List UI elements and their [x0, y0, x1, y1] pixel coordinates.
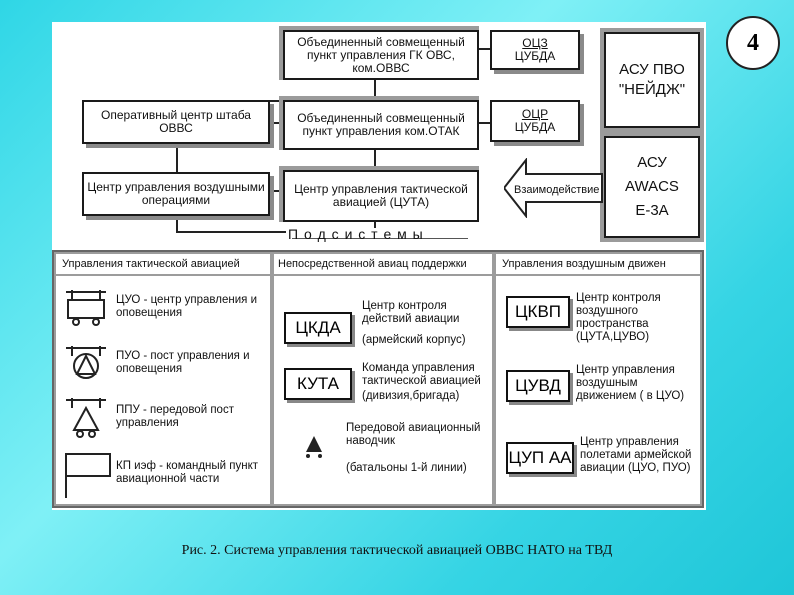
joint-otak-box: Объединенный совмещенный пункт управлени…	[283, 100, 479, 150]
tac-center-frame: Центр управления тактической авиацией (Ц…	[279, 166, 479, 222]
interaction-arrow	[504, 158, 603, 218]
kuta-code-box: КУТА	[284, 368, 352, 400]
joint-otak-frame: Объединенный совмещенный пункт управлени…	[279, 96, 479, 150]
connector-line	[270, 190, 282, 192]
connector-line	[270, 122, 282, 124]
mid-column-header: Непосредственной авиац поддержки	[278, 258, 467, 270]
cuvd-text: Центр управления воздушным движением ( в…	[576, 364, 685, 402]
cuvd-code-box: ЦУВД	[506, 370, 570, 402]
left-item-4: КП иэф - командный пункт авиационной час…	[116, 460, 259, 485]
interaction-label: Взаимодействие	[514, 184, 600, 196]
figure-caption: Рис. 2. Система управления тактической а…	[181, 543, 613, 558]
ocr-label: ОЦР	[521, 107, 549, 121]
mid-header-bg	[274, 254, 492, 274]
forward-post-icon	[66, 398, 106, 438]
post-icon	[66, 346, 106, 379]
vehicle-icon	[66, 290, 106, 326]
connector-line	[474, 48, 490, 50]
awacs-label: AWACS	[625, 178, 679, 195]
slide-number: 4	[747, 29, 759, 56]
cubda-label: ЦУБДА	[514, 120, 556, 134]
ocr-box: ОЦР ЦУБДА	[490, 100, 580, 142]
flag-icon	[65, 453, 111, 498]
cupaa-text: Центр управления полетами армейской авиа…	[580, 436, 692, 474]
subsystems-label: П о д с и с т е м ы	[288, 226, 424, 242]
connector-line	[176, 231, 286, 233]
left-column	[56, 276, 270, 504]
ckvp-code-box: ЦКВП	[506, 296, 570, 328]
ckvp-text: Центр контроля воздушного пространства (…	[576, 292, 661, 343]
cubda-label: ЦУБДА	[514, 49, 556, 63]
left-column-header: Управления тактической авиацией	[62, 258, 240, 270]
left-header-bg	[56, 254, 270, 274]
tac-center-box: Центр управления тактической авиацией (Ц…	[283, 170, 479, 222]
asu-pvo-box: АСУ ПВО "НЕЙДЖ"	[604, 32, 700, 128]
connector-line	[474, 122, 490, 124]
left-item-2: ПУО - пост управления и оповещения	[116, 350, 250, 375]
asu-awacs-box: АСУ AWACS Е-3А	[604, 136, 700, 238]
connector-line	[176, 100, 376, 102]
forward-text: Передовой авиационный наводчик	[346, 422, 481, 447]
kuta-text: Команда управления тактической авиацией	[362, 362, 481, 387]
ocz-label: ОЦЗ	[522, 36, 548, 50]
ops-center-box: Оперативный центр штаба ОВВС	[82, 100, 270, 144]
e3a-label: Е-3А	[635, 202, 669, 219]
subsystems-underline	[292, 238, 468, 239]
forward-sub: (батальоны 1-й линии)	[346, 462, 467, 474]
main-vertical-line	[374, 78, 376, 228]
slide-number-badge: 4	[726, 16, 780, 70]
left-item-3: ППУ - передовой пост управления	[116, 404, 234, 429]
connector-line	[176, 100, 178, 232]
right-column-header: Управления воздушным движен	[502, 258, 666, 270]
right-header-bg	[496, 254, 700, 274]
asu-label: АСУ	[637, 154, 667, 171]
ckda-sub: (армейский корпус)	[362, 334, 466, 346]
ckda-code-box: ЦКДА	[284, 312, 352, 344]
cupaa-code-box: ЦУП АА	[506, 442, 574, 474]
kuta-sub: (дивизия,бригада)	[362, 390, 460, 402]
air-ops-box: Центр управления воздушными операциями	[82, 172, 270, 216]
joint-center-frame: Объединенный совмещенный пункт управлени…	[279, 26, 479, 80]
forward-controller-icon	[306, 436, 322, 458]
ocz-box: ОЦЗ ЦУБДА	[490, 30, 580, 70]
ckda-text: Центр контроля действий авиации	[362, 300, 460, 325]
left-item-1: ЦУО - центр управления и оповещения	[116, 294, 257, 319]
joint-center-box: Объединенный совмещенный пункт управлени…	[283, 30, 479, 80]
